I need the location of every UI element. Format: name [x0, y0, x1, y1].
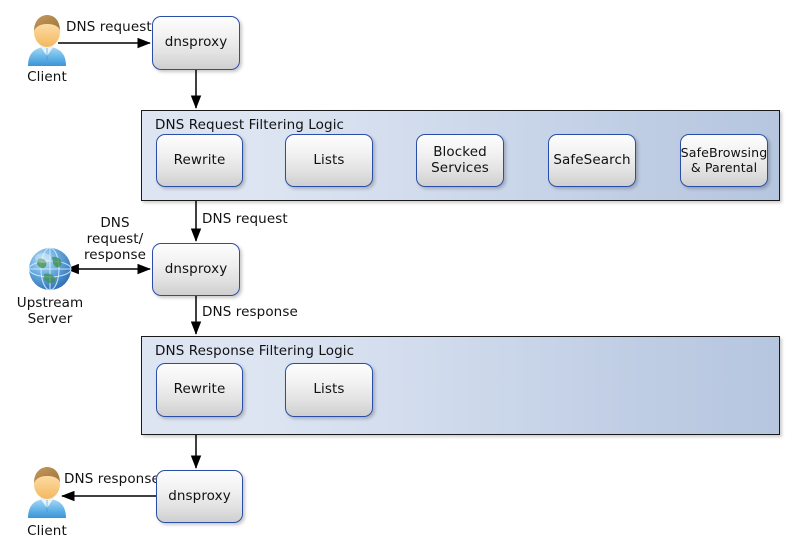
- request-stage-blocked-services-label-line2: Services: [431, 159, 489, 176]
- response-filter-title: DNS Response Filtering Logic: [155, 343, 355, 359]
- request-stage-safebrowsing-parental-label-line2: & Parental: [690, 159, 758, 175]
- request-stage-safesearch[interactable]: SafeSearch: [548, 134, 636, 187]
- client-top-caption: Client: [27, 69, 67, 85]
- response-stage-rewrite-label: Rewrite: [173, 381, 226, 398]
- request-filter-title: DNS Request Filtering Logic: [155, 117, 345, 133]
- label-upstream-exchange-line1: DNS: [100, 215, 130, 231]
- request-stage-safesearch-label: SafeSearch: [553, 151, 631, 168]
- request-stage-lists[interactable]: Lists: [285, 134, 373, 187]
- label-dnsproxy-to-client: DNS response: [64, 471, 160, 487]
- label-upstream-exchange-line2: request/: [86, 230, 144, 247]
- dnsproxy-middle-label: dnsproxy: [164, 260, 228, 277]
- response-stage-lists-label: Lists: [313, 381, 345, 398]
- upstream-server-caption: Upstream Server: [8, 295, 92, 328]
- dnsproxy-middle[interactable]: dnsproxy: [152, 243, 240, 296]
- request-stage-blocked-services[interactable]: Blocked Services: [416, 134, 504, 187]
- label-dnsproxy-to-request-filter: DNS request: [202, 211, 288, 227]
- response-stage-lists[interactable]: Lists: [285, 363, 373, 417]
- request-stage-rewrite-label: Rewrite: [173, 151, 226, 168]
- response-stage-rewrite[interactable]: Rewrite: [156, 363, 243, 417]
- client-bottom-caption: Client: [27, 523, 67, 539]
- user-icon: [18, 464, 76, 526]
- label-upstream-exchange: DNS request/ response: [78, 215, 152, 264]
- dnsproxy-bottom-label: dnsproxy: [168, 487, 231, 504]
- label-dnsproxy-to-response-filter: DNS response: [202, 304, 298, 320]
- label-client-to-dnsproxy: DNS request: [66, 19, 152, 35]
- request-stage-safebrowsing-parental-label-line1: SafeBrowsing: [680, 145, 768, 161]
- globe-icon: [24, 243, 76, 299]
- request-stage-rewrite[interactable]: Rewrite: [156, 134, 243, 187]
- request-stage-lists-label: Lists: [313, 151, 345, 168]
- upstream-server-caption-line2: Server: [27, 310, 73, 327]
- request-stage-blocked-services-label-line1: Blocked: [433, 144, 487, 161]
- dns-response-filtering-logic: DNS Response Filtering Logic: [141, 336, 780, 435]
- dnsproxy-top-label: dnsproxy: [164, 34, 228, 51]
- user-icon: [18, 12, 76, 74]
- upstream-server-caption-line1: Upstream: [16, 295, 84, 311]
- label-upstream-exchange-line3: response: [83, 246, 147, 263]
- request-stage-safebrowsing-parental[interactable]: SafeBrowsing & Parental: [680, 134, 768, 187]
- dnsproxy-top[interactable]: dnsproxy: [152, 16, 240, 70]
- dnsproxy-bottom[interactable]: dnsproxy: [156, 470, 243, 523]
